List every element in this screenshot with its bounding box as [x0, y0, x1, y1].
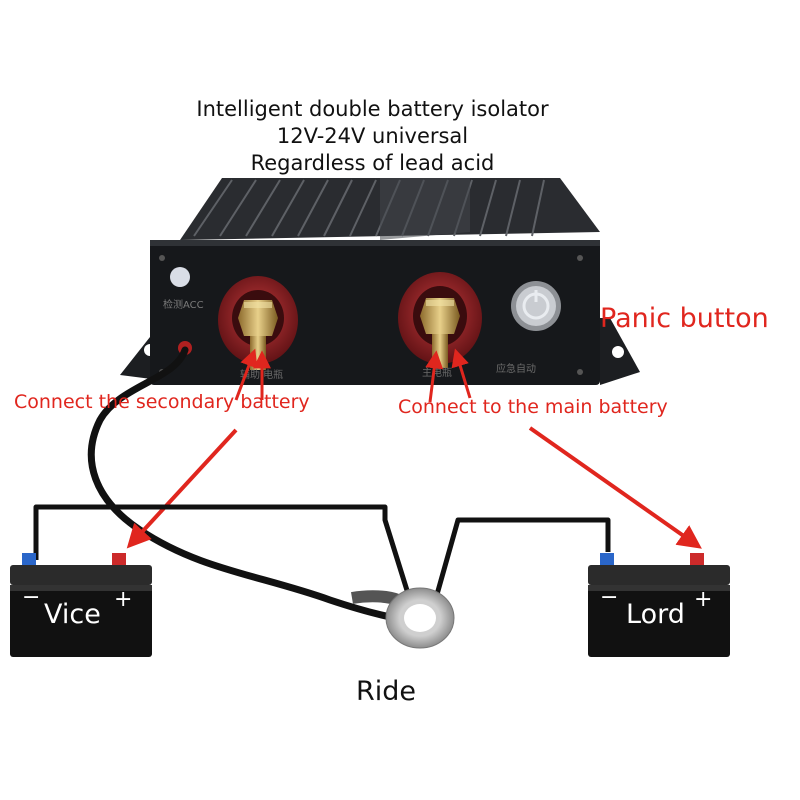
- title-block: Intelligent double battery isolator 12V-…: [0, 96, 745, 177]
- vice-battery: − + Vice: [10, 553, 152, 657]
- arrow-to-vice-battery: [126, 428, 238, 549]
- lord-negative-wire: [433, 517, 611, 599]
- arrow-to-secondary-terminal: [234, 348, 258, 401]
- acc-marking: 检测ACC: [163, 298, 204, 311]
- arrow-to-lord-battery: [528, 426, 702, 549]
- lord-plus-sign: +: [694, 587, 712, 612]
- title-line-3: Regardless of lead acid: [250, 151, 495, 175]
- panic-button-switch: [511, 281, 561, 331]
- lord-minus-sign: −: [600, 585, 618, 610]
- arrow-to-main-terminal: [425, 350, 444, 403]
- title-line-2: 12V-24V universal: [276, 124, 469, 148]
- indicator-led: [170, 267, 190, 287]
- vice-battery-label: Vice: [44, 599, 101, 630]
- secondary-battery-label: Connect the secondary battery: [14, 391, 310, 413]
- title-line-1: Intelligent double battery isolator: [196, 97, 549, 121]
- vice-negative-terminal: [22, 553, 36, 565]
- main-battery-label: Connect to the main battery: [398, 396, 668, 418]
- arrow-to-main-terminal-2: [451, 348, 472, 399]
- device-body: [120, 178, 640, 385]
- lord-battery-label: Lord: [626, 599, 685, 630]
- panic-button-label: Panic button: [600, 303, 769, 334]
- secondary-terminal: [218, 276, 298, 370]
- lord-battery: − + Lord: [588, 553, 730, 657]
- main-terminal: [398, 272, 482, 368]
- vice-positive-terminal: [112, 553, 126, 565]
- lord-negative-terminal: [600, 553, 614, 565]
- ground-ring-terminal: [351, 587, 455, 649]
- button-marking: 应急自动: [496, 362, 536, 375]
- ground-label: Ride: [356, 676, 417, 707]
- lord-positive-terminal: [690, 553, 704, 565]
- vice-negative-wire: [33, 504, 413, 601]
- main-terminal-marking: 主电瓶: [422, 366, 452, 379]
- vice-minus-sign: −: [22, 585, 40, 610]
- vice-plus-sign: +: [114, 587, 132, 612]
